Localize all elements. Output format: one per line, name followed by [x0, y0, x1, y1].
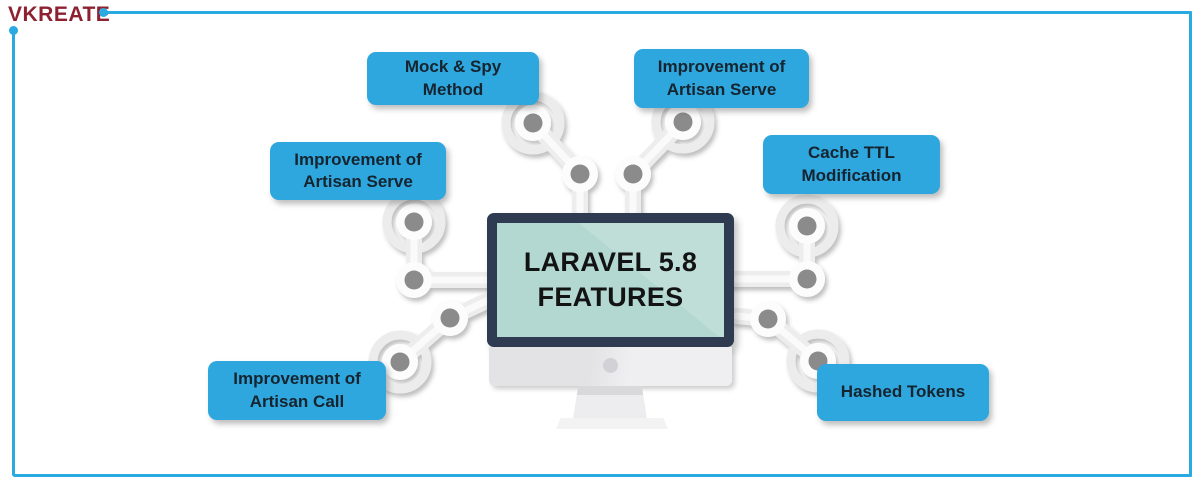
feature-label: Cache TTL Modification	[801, 143, 902, 185]
monitor-chin	[489, 347, 732, 386]
monitor-bezel: LARAVEL 5.8 FEATURES	[487, 213, 734, 347]
feature-label: Mock & Spy Method	[404, 57, 502, 99]
feature-label: Improvement of Artisan Call	[233, 369, 361, 411]
title-line-2: FEATURES	[537, 282, 684, 312]
feature-box-improvement-artisan-serve-left: Improvement of Artisan Serve	[270, 142, 446, 200]
connector-arm-bottom-right	[729, 301, 850, 393]
connector-arm-top-left	[501, 91, 598, 236]
feature-box-hashed-tokens: Hashed Tokens	[817, 364, 989, 421]
frame-line-right	[1189, 11, 1192, 477]
feature-box-mock-spy-method: Mock & Spy Method	[367, 52, 539, 105]
connector-arm-right	[717, 194, 839, 297]
vkreate-logo: VKREATE	[8, 3, 111, 26]
monitor-camera-dot	[603, 358, 618, 373]
monitor-screen-title: LARAVEL 5.8 FEATURES	[497, 245, 724, 315]
frame-line-bottom	[13, 474, 1192, 477]
feature-label: Improvement of Artisan Serve	[294, 149, 422, 191]
frame-line-top	[104, 11, 1192, 14]
connector-arm-left	[382, 190, 508, 298]
feature-box-improvement-artisan-call: Improvement of Artisan Call	[208, 361, 386, 420]
frame-dot-left	[9, 26, 18, 35]
feature-box-cache-ttl-modification: Cache TTL Modification	[763, 135, 940, 194]
feature-box-improvement-artisan-serve-top: Improvement of Artisan Serve	[634, 49, 809, 108]
monitor-screen: LARAVEL 5.8 FEATURES	[497, 223, 724, 337]
connector-arm-bottom-left	[368, 288, 505, 394]
feature-label: Hashed Tokens	[840, 382, 966, 402]
frame-dot-top	[99, 8, 108, 17]
monitor-stand-neck	[573, 386, 647, 419]
connector-arm-top-right	[615, 90, 715, 236]
frame-line-left	[12, 30, 15, 476]
monitor-stand-base	[556, 418, 668, 429]
title-line-1: LARAVEL 5.8	[523, 247, 698, 277]
feature-label: Improvement of Artisan Serve	[657, 57, 786, 99]
